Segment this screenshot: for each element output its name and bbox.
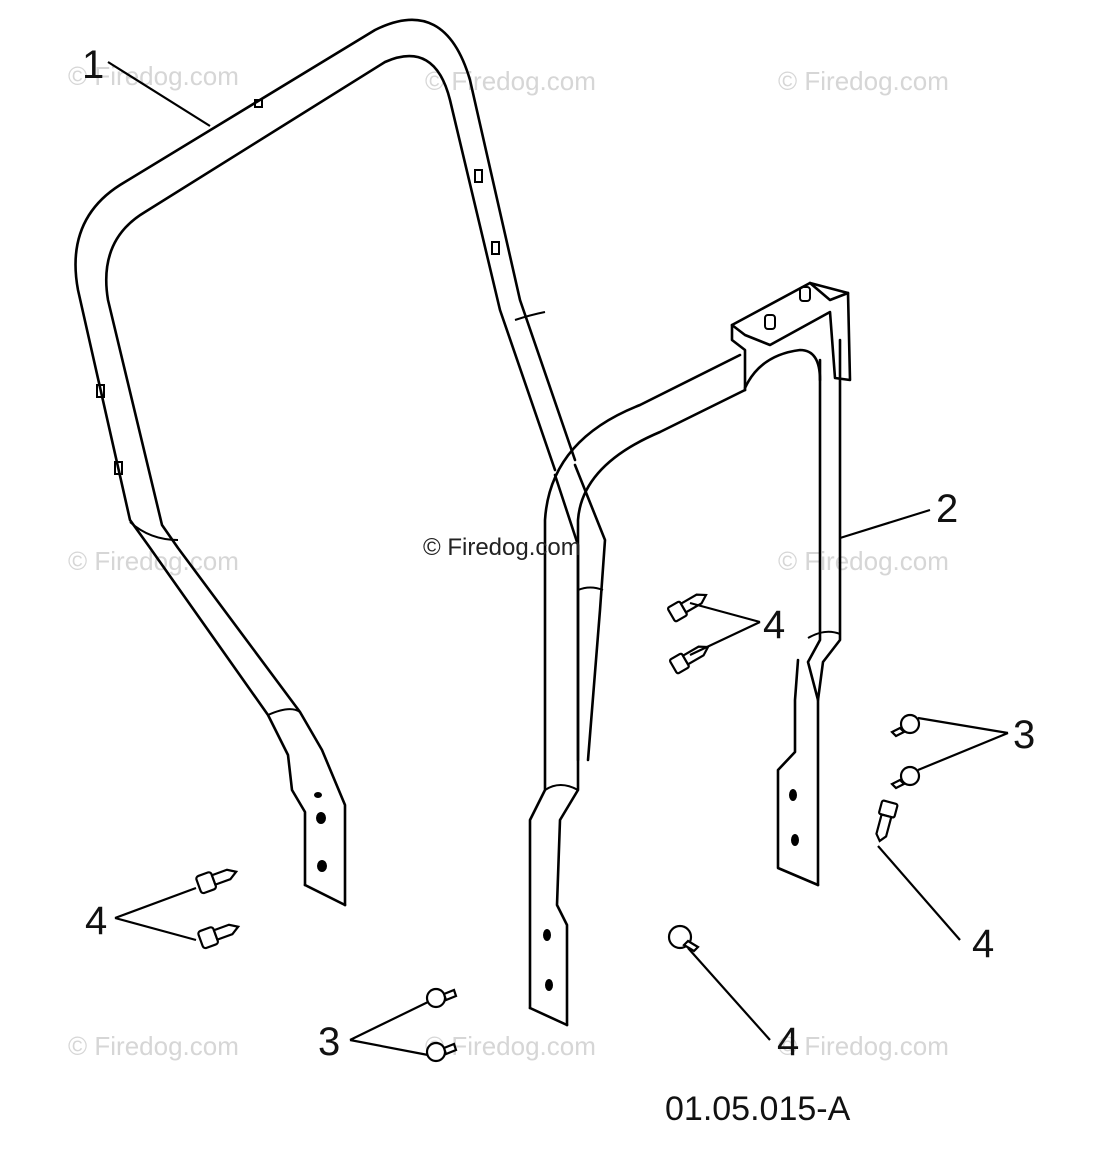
nut <box>890 765 921 790</box>
watermark-text: © Firedog.com <box>778 1031 949 1061</box>
watermarks: © Firedog.com © Firedog.com © Firedog.co… <box>68 61 949 1061</box>
watermark-text: © Firedog.com <box>778 66 949 96</box>
callout-4: 4 <box>763 603 785 647</box>
callout-3: 3 <box>1013 713 1035 757</box>
part-1-handle-frame <box>74 18 607 907</box>
fasteners <box>195 593 921 1063</box>
callout-3: 3 <box>318 1020 340 1064</box>
bolt <box>197 923 241 950</box>
bolt <box>875 799 899 843</box>
flange-nut <box>667 924 700 953</box>
callout-2: 2 <box>936 487 958 531</box>
part-2-front-hoop <box>528 281 852 1027</box>
callout-4: 4 <box>777 1020 799 1064</box>
watermark-text: © Firedog.com <box>68 1031 239 1061</box>
watermark-text: © Firedog.com <box>778 546 949 576</box>
leader-lines <box>107 61 1009 1057</box>
watermark-text: © Firedog.com <box>68 61 239 91</box>
watermark-text: © Firedog.com <box>425 66 596 96</box>
drawing-code: 01.05.015-A <box>665 1090 851 1128</box>
nut <box>425 1041 458 1063</box>
nut <box>890 713 921 738</box>
bolt <box>195 868 239 895</box>
callout-4: 4 <box>972 922 994 966</box>
bolt <box>666 593 708 623</box>
nut <box>425 987 458 1009</box>
callout-1: 1 <box>82 43 104 87</box>
callouts: 1 2 4 3 4 4 3 4 <box>82 43 1035 1064</box>
center-watermark-text: © Firedog.com <box>423 534 581 561</box>
callout-4: 4 <box>85 899 107 943</box>
bolt <box>668 645 710 675</box>
